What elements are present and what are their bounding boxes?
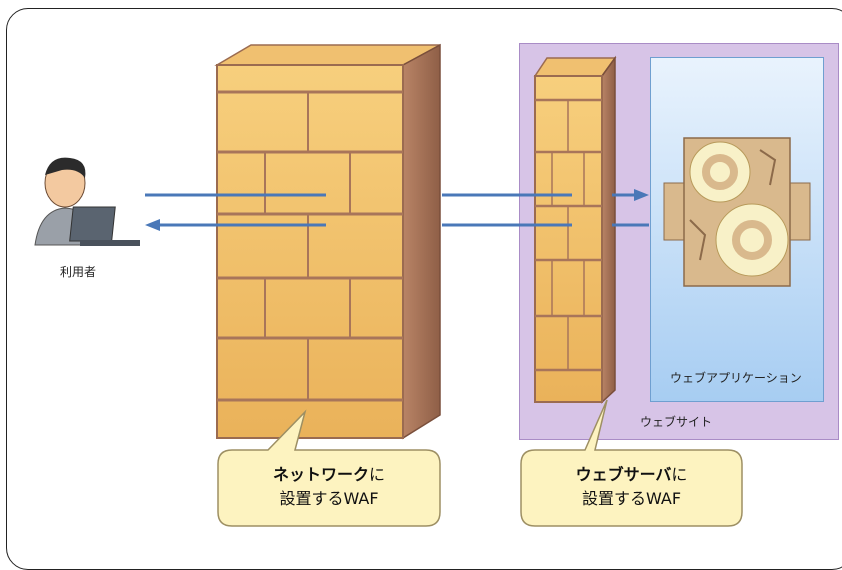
server-callout-line2: 設置するWAF bbox=[581, 489, 682, 508]
network-callout-suffix: に bbox=[369, 465, 386, 484]
diagram-canvas bbox=[34, 43, 811, 527]
server-callout-bold: ウェブサーバ bbox=[575, 465, 672, 484]
network-waf-callout: ネットワークに 設置するWAF bbox=[218, 463, 440, 511]
server-callout-suffix: に bbox=[671, 465, 688, 484]
server-waf-callout: ウェブサーバに 設置するWAF bbox=[521, 463, 742, 511]
network-callout-line2: 設置するWAF bbox=[279, 489, 379, 508]
web-application-label: ウェブアプリケーション bbox=[670, 371, 802, 385]
server-waf-callout-shape bbox=[520, 399, 743, 527]
network-callout-bold: ネットワーク bbox=[272, 465, 369, 484]
traffic-arrows bbox=[145, 189, 649, 231]
gear-application-icon bbox=[663, 137, 811, 287]
user-with-laptop-icon bbox=[34, 157, 140, 246]
server-firewall bbox=[533, 55, 617, 404]
network-waf-callout-shape bbox=[217, 409, 441, 527]
network-firewall bbox=[214, 43, 441, 440]
user-label: 利用者 bbox=[60, 265, 97, 279]
website-label: ウェブサイト bbox=[640, 415, 713, 429]
